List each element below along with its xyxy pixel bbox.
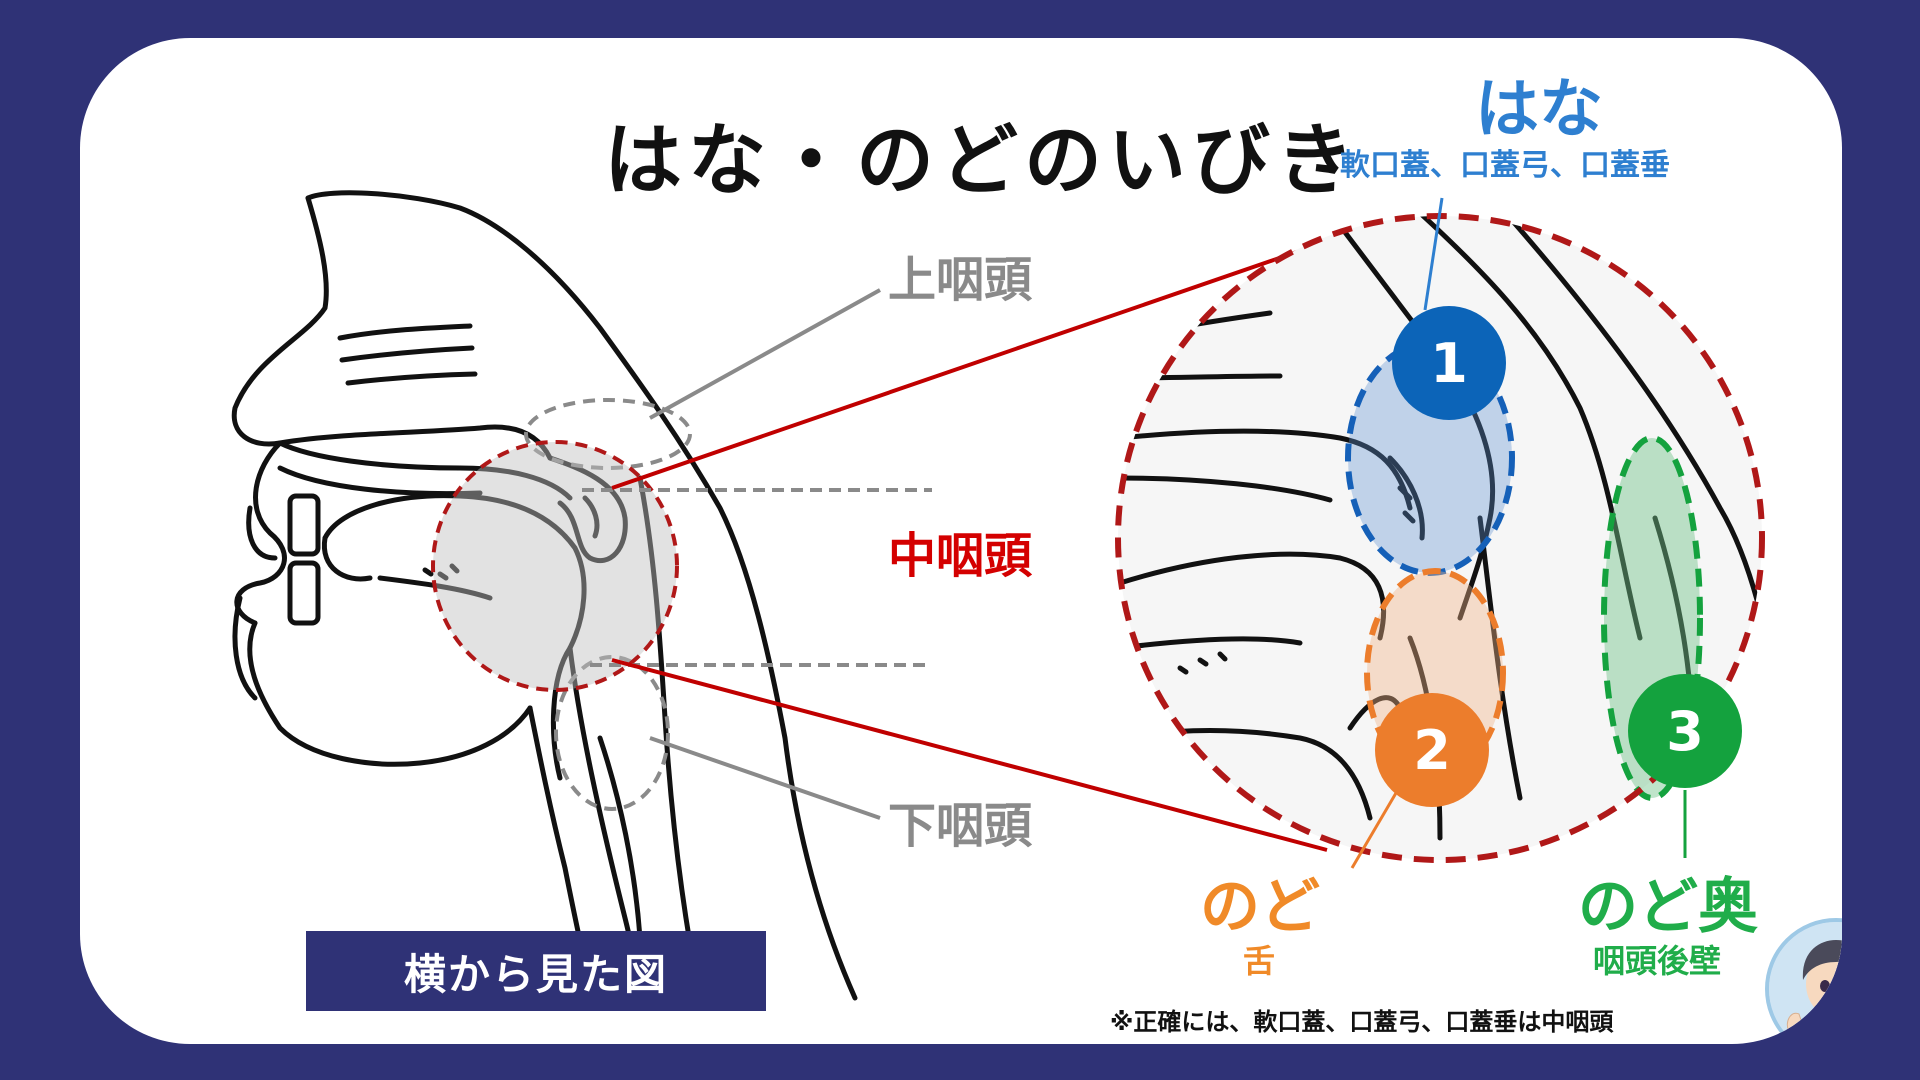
anatomy-illustration: [231, 190, 1765, 1001]
region-1-badge: 1: [1392, 306, 1506, 420]
diagram-card: はな・のどのいびき 上咽頭 中咽頭 下咽頭 はな 軟口蓋、口蓋弓、口蓋垂 のど …: [80, 38, 1842, 1044]
region-1-leader: [1423, 197, 1444, 311]
lower-pharynx-outline: [554, 655, 670, 811]
doctor-avatar-icon: [1769, 922, 1842, 1044]
region-1-detail: 軟口蓋、口蓋弓、口蓋垂: [1340, 148, 1670, 183]
region-3-detail: 咽頭後壁: [1593, 942, 1722, 980]
middle-pharynx-label: 中咽頭: [888, 528, 1033, 584]
region-2-badge: 2: [1375, 693, 1489, 807]
zoom-connector-bottom: [611, 658, 1328, 852]
region-2-leader: [1350, 792, 1398, 869]
upper-pharynx-outline: [524, 398, 692, 470]
lower-pharynx-label: 下咽頭: [888, 798, 1033, 854]
region-3-name: のど奥: [1578, 872, 1758, 942]
zoom-connector-top: [611, 241, 1324, 490]
region-2-name: のど: [1200, 872, 1320, 942]
footnote: ※正確には、軟口蓋、口蓋弓、口蓋垂は中咽頭: [1110, 1008, 1614, 1036]
region-1-name: はな: [1475, 73, 1603, 147]
upper-pharynx-leader: [649, 288, 881, 420]
lower-pharynx-leader: [649, 736, 881, 820]
side-view-caption: 横から見た図: [403, 949, 668, 999]
region-2-detail: 舌: [1243, 942, 1276, 980]
upper-pharynx-label: 上咽頭: [888, 252, 1033, 308]
side-view-caption-box: 横から見た図: [306, 931, 766, 1011]
region-3-badge: 3: [1628, 674, 1742, 788]
middle-pharynx-outline: [431, 440, 679, 692]
page-title: はな・のどのいびき: [604, 116, 1361, 206]
